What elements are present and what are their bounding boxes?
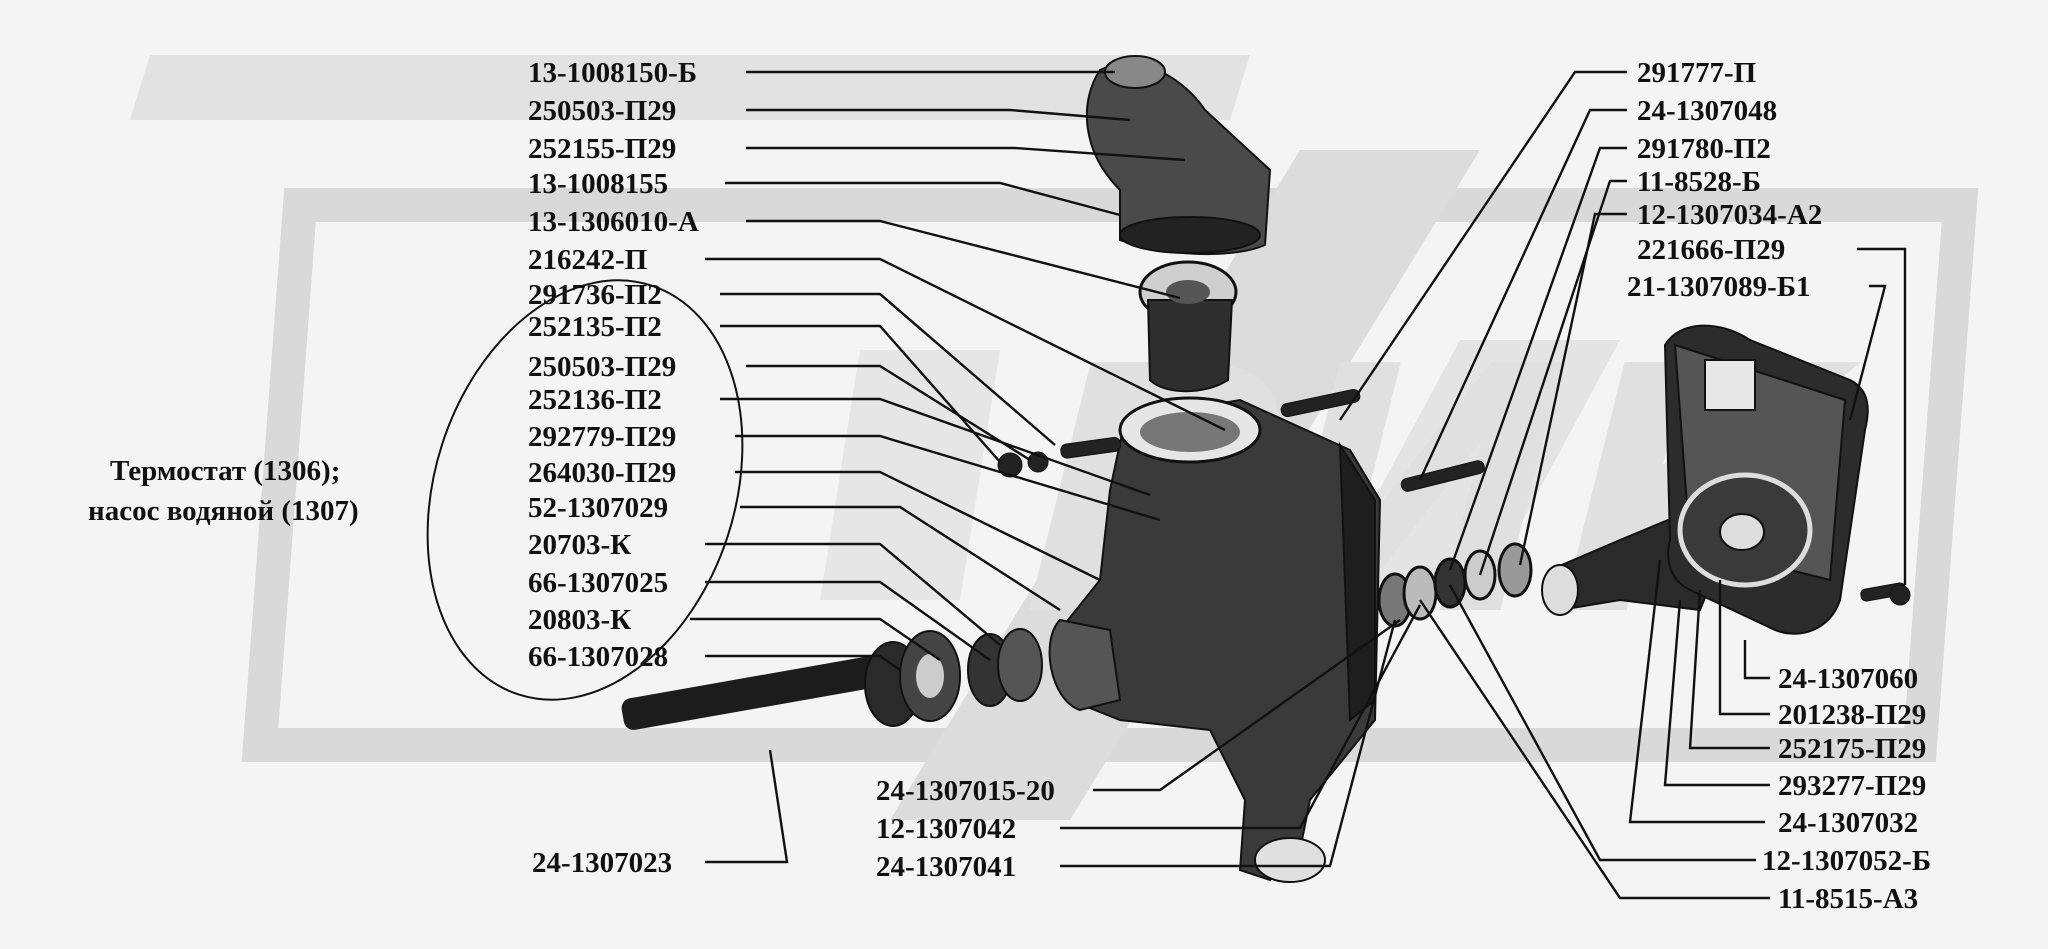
part-label: 20803-К: [528, 604, 631, 636]
part-label: 252155-П29: [528, 133, 676, 165]
diagram-title: Термостат (1306); насос водяной (1307): [88, 455, 359, 527]
part-label: 252135-П2: [528, 311, 662, 343]
part-label: 221666-П29: [1637, 234, 1785, 266]
part-label: 24-1307032: [1778, 807, 1918, 839]
part-label: 24-1307060: [1778, 663, 1918, 695]
studs-and-nuts: [997, 388, 1911, 606]
title-line-1: Термостат (1306);: [110, 455, 340, 487]
part-label: 12-1307042: [876, 813, 1016, 845]
part-label: 13-1008150-Б: [528, 57, 697, 89]
part-label: 216242-П: [528, 244, 647, 276]
part-label: 250503-П29: [528, 95, 676, 127]
part-label: 291780-П2: [1637, 133, 1771, 165]
part-label: 293277-П29: [1778, 770, 1926, 802]
watermark-oval: [426, 279, 744, 701]
seal-rings: [1377, 542, 1533, 628]
part-label: 66-1307025: [528, 567, 668, 599]
part-label: 12-1307034-А2: [1637, 199, 1822, 231]
part-label: 24-1307048: [1637, 95, 1777, 127]
part-label: 13-1306010-А: [528, 206, 699, 238]
part-label: 252136-П2: [528, 384, 662, 416]
part-label: 252175-П29: [1778, 733, 1926, 765]
leader-lines: [690, 70, 1907, 900]
bottom-part-labels: 24-1307023 24-1307015-20 12-1307042 24-1…: [532, 775, 1055, 883]
part-label: 250503-П29: [528, 351, 676, 383]
thermostat-13-1306010: [1138, 260, 1238, 393]
part-label: 20703-К: [528, 529, 631, 561]
part-label: 292779-П29: [528, 421, 676, 453]
part-label: 24-1307023: [532, 847, 672, 879]
pump-cover-21-1307089: [1663, 324, 1869, 635]
part-label: 291777-П: [1637, 57, 1756, 89]
part-label: 52-1307029: [528, 492, 668, 524]
part-label: 13-1008155: [528, 168, 668, 200]
part-label: 11-8515-А3: [1778, 883, 1918, 915]
part-label: 24-1307041: [876, 851, 1016, 883]
part-label: 11-8528-Б: [1637, 166, 1761, 198]
part-label: 201238-П29: [1778, 699, 1926, 731]
right-top-part-labels: 291777-П 24-1307048 291780-П2 11-8528-Б …: [1627, 57, 1822, 303]
part-label: 24-1307015-20: [876, 775, 1055, 807]
left-part-labels: 13-1008150-Б 250503-П29 252155-П29 13-10…: [528, 57, 699, 673]
part-label: 264030-П29: [528, 457, 676, 489]
right-bottom-part-labels: 24-1307060 201238-П29 252175-П29 293277-…: [1762, 663, 1931, 915]
part-label: 12-1307052-Б: [1762, 845, 1931, 877]
part-label: 21-1307089-Б1: [1627, 271, 1811, 303]
part-label: 291736-П2: [528, 279, 662, 311]
part-label: 66-1307028: [528, 641, 668, 673]
pump-housing: [1048, 396, 1382, 883]
title-line-2: насос водяной (1307): [88, 495, 359, 527]
